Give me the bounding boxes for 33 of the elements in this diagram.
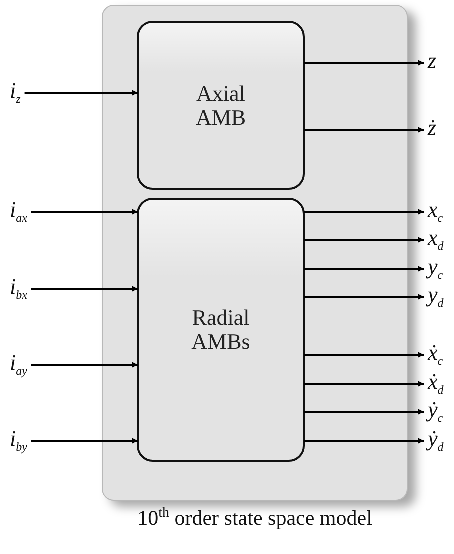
- output-variable: y$_{d}$: [428, 283, 444, 307]
- input-variable: i$_{z}$: [10, 79, 21, 103]
- output-variable: ż: [428, 116, 437, 140]
- arrow: [304, 209, 424, 215]
- arrow: [304, 352, 424, 358]
- input-variable: i$_{bx}$: [10, 275, 28, 299]
- arrow: [24, 90, 138, 96]
- model-caption: 10$^{th}$ order state space model: [136, 506, 374, 530]
- output-variable: x$_{d}$: [428, 226, 444, 250]
- block-label: Radial AMBs: [190, 306, 252, 354]
- output-variable: x$_{c}$: [428, 198, 444, 222]
- output-variable: ẋ$_{d}$: [428, 370, 444, 394]
- output-variable: y$_{c}$: [428, 255, 444, 279]
- arrow: [31, 286, 138, 292]
- input-variable: i$_{ax}$: [10, 198, 28, 222]
- block-label: Axial AMB: [194, 82, 248, 130]
- output-variable: ẋ$_{c}$: [428, 341, 444, 365]
- arrow: [304, 60, 424, 66]
- output-variable: z: [428, 49, 437, 73]
- arrow: [304, 381, 424, 387]
- output-variable: ẏ$_{d}$: [428, 427, 444, 451]
- arrow: [304, 237, 424, 243]
- arrow: [304, 438, 424, 444]
- subsystem-block: [137, 198, 305, 462]
- arrow: [31, 362, 138, 368]
- arrow: [304, 266, 424, 272]
- arrow: [31, 209, 138, 215]
- arrow: [304, 409, 424, 415]
- arrow: [304, 294, 424, 300]
- output-variable: ẏ$_{c}$: [428, 398, 444, 422]
- arrow: [31, 438, 138, 444]
- arrow: [304, 127, 424, 133]
- subsystem-block: [137, 21, 305, 190]
